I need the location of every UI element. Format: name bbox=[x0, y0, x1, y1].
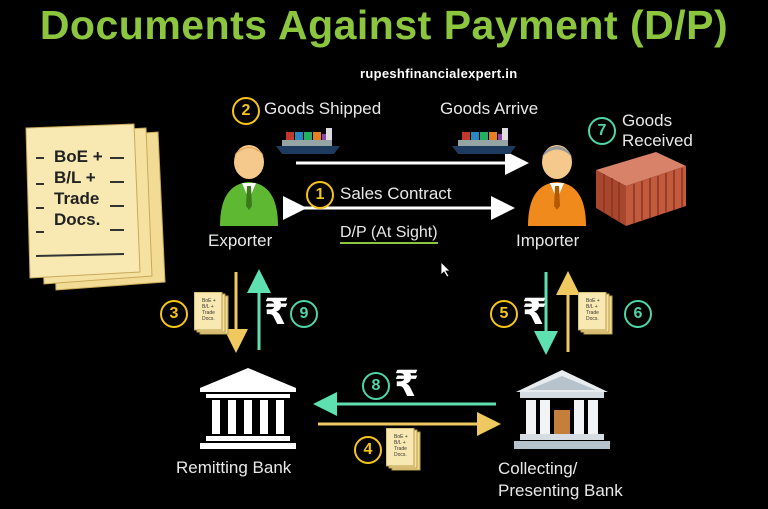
ship-icon-right bbox=[452, 128, 516, 154]
mouse-cursor-icon bbox=[441, 262, 451, 278]
step3-doc-line-2: B/L + bbox=[202, 304, 214, 310]
step4-badge: 4 bbox=[354, 436, 382, 464]
step9-badge: 9 bbox=[290, 300, 318, 328]
collecting-bank-line-1: Collecting/ bbox=[498, 459, 578, 478]
importer-person-icon bbox=[528, 145, 586, 226]
step3-doc-line-4: Docs. bbox=[202, 316, 215, 322]
step4-documents-icon: BoE + B/L + Trade Docs. bbox=[386, 428, 422, 472]
payment-term-label: D/P (At Sight) bbox=[340, 224, 438, 244]
step8-badge: 8 bbox=[362, 372, 390, 400]
collecting-bank-line-2: Presenting Bank bbox=[498, 481, 623, 500]
exporter-person-icon bbox=[220, 145, 278, 226]
step5-rupee-icon: ₹ bbox=[522, 291, 548, 332]
documents-line-3: Trade bbox=[54, 189, 100, 208]
collecting-bank-icon bbox=[514, 370, 610, 449]
documents-stack-paper bbox=[25, 123, 166, 291]
goods-received-line-1: Goods bbox=[622, 111, 673, 130]
step6-doc-line-4: Docs. bbox=[586, 316, 599, 322]
sales-contract-label: Sales Contract bbox=[340, 184, 452, 203]
step6-badge: 6 bbox=[624, 300, 652, 328]
step9-rupee-icon: ₹ bbox=[264, 291, 290, 332]
goods-received-label: Goods Received bbox=[622, 111, 693, 151]
remitting-bank-label: Remitting Bank bbox=[176, 458, 292, 477]
step4-doc-line-3: Trade bbox=[394, 446, 407, 452]
step6-documents-icon: BoE + B/L + Trade Docs. bbox=[578, 292, 614, 336]
ship-icon-left bbox=[276, 128, 340, 154]
step5-badge: 5 bbox=[490, 300, 518, 328]
goods-shipped-label: Goods Shipped bbox=[264, 99, 382, 118]
importer-label: Importer bbox=[516, 231, 580, 250]
collecting-bank-label: Collecting/ Presenting Bank bbox=[498, 458, 623, 502]
container-icon bbox=[596, 152, 686, 226]
step1-badge: 1 bbox=[306, 181, 334, 209]
step4-doc-line-2: B/L + bbox=[394, 440, 406, 446]
website-label: rupeshfinancialexpert.in bbox=[360, 66, 518, 81]
step6-doc-line-3: Trade bbox=[586, 310, 599, 316]
exporter-label: Exporter bbox=[208, 231, 273, 250]
documents-stack: BoE + B/L + Trade Docs. bbox=[20, 122, 170, 297]
step3-documents-icon: BoE + B/L + Trade Docs. bbox=[194, 292, 230, 336]
remitting-bank-icon bbox=[200, 368, 296, 449]
step4-doc-line-4: Docs. bbox=[394, 452, 407, 458]
step6-doc-line-2: B/L + bbox=[586, 304, 598, 310]
step2-badge: 2 bbox=[232, 97, 260, 125]
goods-received-line-2: Received bbox=[622, 131, 693, 150]
step6-doc-line-1: BoE + bbox=[586, 298, 600, 304]
documents-line-2: B/L + bbox=[54, 168, 96, 187]
documents-line-1: BoE + bbox=[54, 147, 103, 166]
step3-badge: 3 bbox=[160, 300, 188, 328]
goods-arrive-label: Goods Arrive bbox=[440, 99, 539, 118]
documents-line-4: Docs. bbox=[54, 210, 101, 229]
step7-badge: 7 bbox=[588, 117, 616, 145]
page-title: Documents Against Payment (D/P) bbox=[39, 2, 729, 48]
step4-doc-line-1: BoE + bbox=[394, 434, 408, 440]
step3-doc-line-3: Trade bbox=[202, 310, 215, 316]
step8-rupee-icon: ₹ bbox=[394, 363, 420, 404]
step3-doc-line-1: BoE + bbox=[202, 298, 216, 304]
